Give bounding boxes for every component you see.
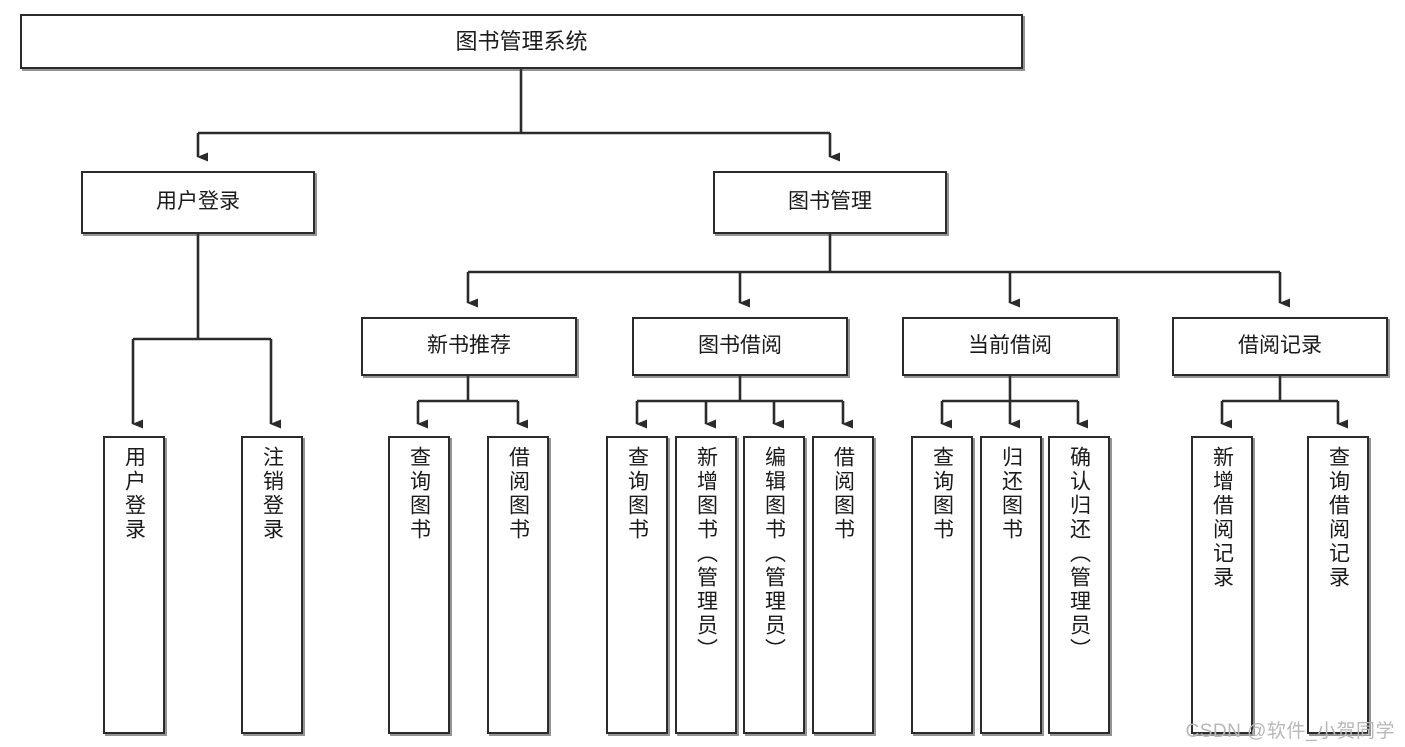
node-label: 图书管理 — [788, 190, 872, 214]
node-label: 查询图书 — [407, 446, 431, 542]
node-book-borrow[interactable]: 图书借阅 — [632, 317, 848, 376]
node-leaf-borrow-book-recommend[interactable]: 借阅图书 — [487, 436, 549, 734]
node-label: 用户登录 — [122, 446, 146, 542]
node-leaf-user-login[interactable]: 用户登录 — [103, 436, 165, 734]
node-root-book-management-system[interactable]: 图书管理系统 — [20, 14, 1023, 69]
node-leaf-borrow-book[interactable]: 借阅图书 — [812, 436, 874, 734]
node-user-login[interactable]: 用户登录 — [81, 171, 315, 234]
node-label: 新书推荐 — [427, 334, 511, 358]
node-label: 当前借阅 — [968, 334, 1052, 358]
node-leaf-query-book-current[interactable]: 查询图书 — [911, 436, 973, 734]
node-label: 查询图书 — [625, 446, 649, 542]
node-label: 新增图书（管理员） — [694, 446, 718, 662]
node-leaf-query-book-borrow[interactable]: 查询图书 — [606, 436, 668, 734]
node-leaf-logout-login[interactable]: 注销登录 — [241, 436, 303, 734]
node-label: 图书借阅 — [698, 334, 782, 358]
node-label: 借阅记录 — [1238, 334, 1322, 358]
node-label: 查询图书 — [930, 446, 954, 542]
node-leaf-query-book-recommend[interactable]: 查询图书 — [388, 436, 450, 734]
watermark-text: CSDN @软件_小贺同学 — [1185, 721, 1395, 742]
node-label: 用户登录 — [156, 190, 240, 214]
node-label: 归还图书 — [999, 446, 1023, 542]
node-new-book-recommend[interactable]: 新书推荐 — [361, 317, 577, 376]
node-leaf-add-book[interactable]: 新增图书（管理员） — [675, 436, 737, 734]
node-current-borrow[interactable]: 当前借阅 — [902, 317, 1118, 376]
node-label: 注销登录 — [260, 446, 284, 542]
node-label: 新增借阅记录 — [1210, 446, 1234, 590]
node-label: 编辑图书（管理员） — [762, 446, 786, 662]
node-label: 确认归还（管理员） — [1067, 446, 1091, 662]
node-label: 借阅图书 — [831, 446, 855, 542]
node-leaf-edit-book[interactable]: 编辑图书（管理员） — [743, 436, 805, 734]
node-leaf-return-book[interactable]: 归还图书 — [980, 436, 1042, 734]
node-label: 查询借阅记录 — [1326, 446, 1350, 590]
node-leaf-confirm-return[interactable]: 确认归还（管理员） — [1048, 436, 1110, 734]
node-borrow-record[interactable]: 借阅记录 — [1172, 317, 1388, 376]
node-label: 图书管理系统 — [455, 28, 588, 54]
node-leaf-query-borrow-record[interactable]: 查询借阅记录 — [1307, 436, 1369, 734]
node-book-manage[interactable]: 图书管理 — [713, 171, 947, 234]
node-leaf-add-borrow-record[interactable]: 新增借阅记录 — [1191, 436, 1253, 734]
node-label: 借阅图书 — [506, 446, 530, 542]
